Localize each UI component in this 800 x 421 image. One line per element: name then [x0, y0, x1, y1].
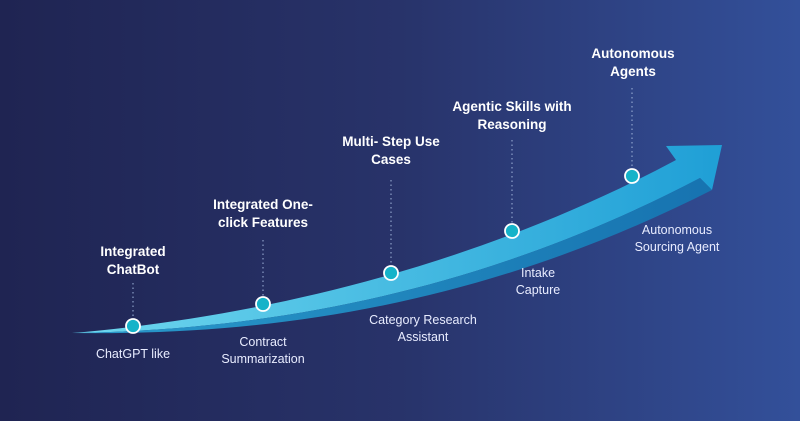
- milestone-3-title: Multi- Step Use Cases: [342, 134, 440, 168]
- milestone-node-4: [504, 223, 520, 239]
- milestone-node-3: [383, 265, 399, 281]
- milestone-2-example: Contract Summarization: [221, 335, 305, 366]
- milestone-1-example: ChatGPT like: [95, 347, 171, 361]
- milestone-node-5: [624, 168, 640, 184]
- milestone-2-title: Integrated One- click Features: [213, 197, 313, 231]
- milestone-1-title: Integrated ChatBot: [100, 244, 166, 278]
- milestone-4-title: Agentic Skills with Reasoning: [452, 99, 572, 133]
- milestone-4-example: Intake Capture: [515, 266, 561, 297]
- milestone-5-title: Autonomous Agents: [591, 46, 675, 80]
- connector-lines: [132, 88, 633, 318]
- milestone-node-2: [255, 296, 271, 312]
- milestone-node-1: [125, 318, 141, 334]
- arrow-body-lower: [72, 178, 712, 334]
- milestone-5-example: Autonomous Sourcing Agent: [634, 223, 720, 254]
- milestone-3-example: Category Research Assistant: [369, 313, 477, 344]
- milestone-nodes: [125, 168, 640, 334]
